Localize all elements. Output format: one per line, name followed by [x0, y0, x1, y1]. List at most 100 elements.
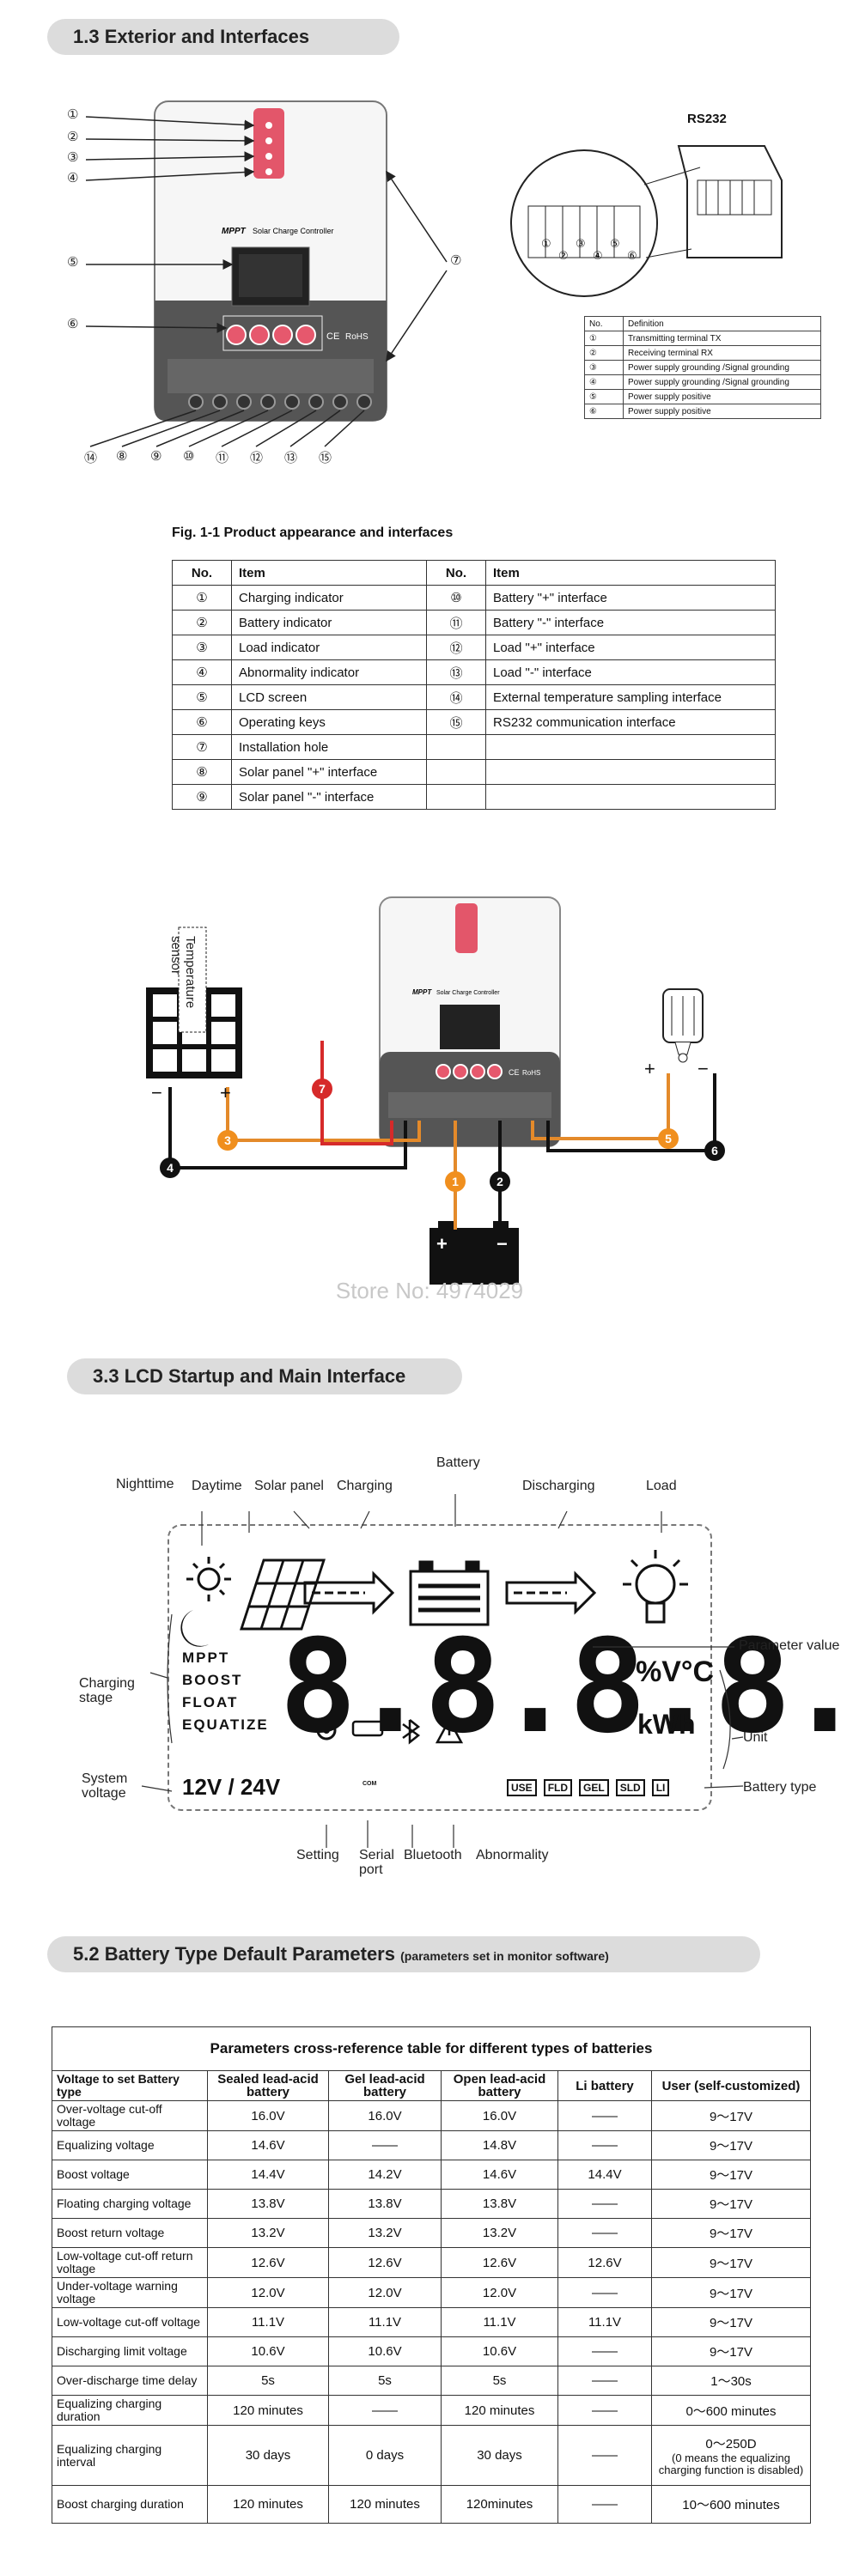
section-title-lcd: 3.3 LCD Startup and Main Interface — [67, 1358, 462, 1394]
label-load: Load — [646, 1479, 677, 1493]
marker-4: ④ — [67, 171, 79, 185]
label-setting: Setting — [296, 1848, 339, 1862]
wire-number-2 — [490, 1171, 510, 1192]
device-brand: MPPT — [222, 227, 247, 236]
section-title-battery-params: 5.2 Battery Type Default Parameters (par… — [47, 1936, 760, 1972]
marker-12: ⑫ — [250, 451, 264, 465]
serial-port-icon — [351, 1720, 384, 1737]
rs232-pin-6: ⑥ — [627, 249, 637, 262]
label-bluetooth: Bluetooth — [404, 1848, 462, 1862]
wire-number-4 — [160, 1157, 180, 1178]
svg-text:1: 1 — [452, 1175, 459, 1188]
warning-icon — [435, 1717, 464, 1744]
svg-text:6: 6 — [711, 1144, 718, 1157]
label-charging-stage: Charging stage — [79, 1676, 135, 1705]
temperature-sensor-label: Temperature sensor — [168, 936, 198, 1009]
section-title-exterior: 1.3 Exterior and Interfaces — [47, 19, 399, 55]
sun-icon — [197, 1567, 221, 1591]
svg-text:CE: CE — [509, 1068, 520, 1077]
rs232-pin-1: ① — [541, 237, 551, 250]
wire-number-3 — [217, 1130, 238, 1151]
marker-5: ⑤ — [67, 255, 79, 270]
label-battery-type: Battery type — [743, 1780, 817, 1795]
lcd-unit-bottom: kWh — [637, 1709, 696, 1740]
svg-text:3: 3 — [224, 1133, 231, 1147]
label-unit: Unit — [743, 1730, 768, 1745]
figure-caption: Fig. 1-1 Product appearance and interfac… — [172, 526, 454, 540]
rs232-pin-4: ④ — [593, 249, 603, 262]
marker-7: ⑦ — [450, 253, 462, 268]
rs232-pin-3: ③ — [576, 237, 586, 250]
svg-text:+: + — [220, 1082, 231, 1103]
marker-15: ⑮ — [319, 451, 332, 465]
label-system-voltage: System voltage — [82, 1771, 128, 1801]
charging-arrow-icon — [303, 1571, 395, 1615]
svg-text:RoHS: RoHS — [345, 332, 369, 342]
marker-10: ⑩ — [183, 449, 195, 464]
discharging-arrow-icon — [505, 1571, 597, 1615]
svg-text:2: 2 — [497, 1175, 503, 1188]
lcd-system-voltage: 12V / 24V — [182, 1774, 281, 1800]
label-solar-panel: Solar panel — [254, 1479, 324, 1493]
battery-type-badges: USE FLD GEL SLD LI — [507, 1779, 670, 1796]
label-parameter-value: Parameter value — [739, 1638, 840, 1653]
label-discharging: Discharging — [522, 1479, 595, 1493]
svg-text:−: − — [151, 1082, 162, 1103]
store-watermark: Store No: 4974029 — [335, 1278, 524, 1303]
svg-text:4: 4 — [167, 1161, 174, 1175]
label-battery: Battery — [436, 1455, 480, 1470]
battery-params-table: Parameters cross-reference table for dif… — [52, 2026, 811, 2524]
rs232-connector-diagram — [510, 145, 783, 297]
bulb-icon — [623, 1550, 688, 1624]
lcd-callout-lines — [141, 1494, 744, 1848]
lcd-frame — [168, 1524, 712, 1811]
svg-text:−: − — [698, 1058, 709, 1079]
rs232-pin-2: ② — [558, 249, 569, 262]
lcd-icons — [180, 1550, 688, 1745]
marker-11: ⑪ — [216, 451, 229, 465]
marker-13: ⑬ — [284, 451, 298, 465]
svg-text:CE: CE — [326, 331, 339, 342]
gear-icon — [316, 1720, 337, 1741]
svg-text:+: + — [436, 1233, 448, 1255]
marker-9: ⑨ — [150, 449, 162, 464]
wiring-diagram: MPPT Solar Charge Controller CE RoHS + −… — [146, 896, 725, 1285]
wire-number-6 — [704, 1140, 725, 1161]
label-charging: Charging — [337, 1479, 393, 1493]
lcd-unit-top: %V°C — [636, 1656, 715, 1688]
rs232-pin-5: ⑤ — [610, 237, 620, 250]
controller-front-diagram: MPPT Solar Charge Controller CE RoHS — [85, 100, 448, 447]
marker-14: ⑭ — [84, 451, 98, 465]
label-nighttime: Nighttime — [116, 1477, 174, 1492]
label-serial-port: Serial port — [359, 1848, 394, 1877]
operating-keys — [226, 325, 316, 345]
marker-6: ⑥ — [67, 317, 79, 331]
svg-text:Solar Charge Controller: Solar Charge Controller — [436, 990, 500, 996]
svg-text:7: 7 — [319, 1082, 326, 1096]
device-subtitle: Solar Charge Controller — [253, 227, 334, 235]
lcd-digits: 8.8.8.8. — [279, 1613, 859, 1762]
svg-text:MPPT: MPPT — [412, 988, 432, 996]
